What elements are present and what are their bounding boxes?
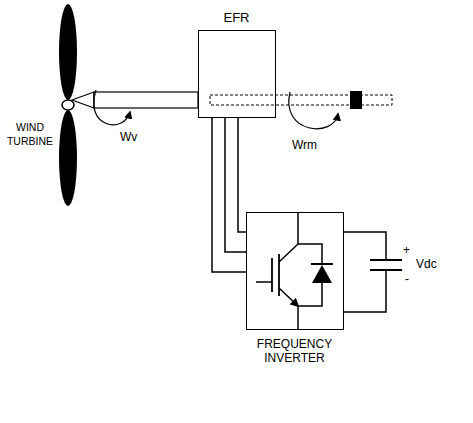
signal-label: Vdc xyxy=(416,257,456,271)
node-label: EFR xyxy=(199,11,275,25)
node-label: FREQUENCY INVERTER xyxy=(245,337,345,365)
turbine-shaft xyxy=(94,92,198,108)
turbine-blade xyxy=(59,110,77,206)
signal-label: Wrm xyxy=(292,138,342,152)
generator-box: EFR xyxy=(198,30,276,118)
rotor-shaft xyxy=(210,95,392,105)
rotation-arrow xyxy=(94,90,130,125)
turbine-hub xyxy=(62,100,74,110)
igbt-emitter xyxy=(279,288,298,306)
component-label: WIND TURBINE xyxy=(3,120,57,148)
dc-wire xyxy=(344,232,386,260)
diode-wire xyxy=(298,283,322,306)
signal-label: - xyxy=(405,272,419,286)
shaft-coupling xyxy=(350,91,362,109)
turbine-blade xyxy=(59,4,77,100)
igbt-wire xyxy=(297,306,299,329)
inverter-box: FREQUENCY INVERTER xyxy=(246,212,344,330)
signal-label: + xyxy=(403,243,417,257)
shaft-cone xyxy=(72,92,94,108)
igbt-gate-wire xyxy=(256,281,272,283)
capacitor-plate xyxy=(370,259,402,261)
diode-symbol xyxy=(312,265,332,283)
phase-wire xyxy=(225,118,246,252)
phase-wire xyxy=(212,118,246,272)
diode-bar xyxy=(311,263,333,265)
rotation-arrow xyxy=(289,92,338,129)
dc-wire xyxy=(344,270,386,312)
igbt-collector xyxy=(279,213,298,262)
igbt-gate xyxy=(271,258,273,292)
signal-label: Wv xyxy=(120,130,160,144)
igbt-channel xyxy=(278,254,280,296)
diode-wire xyxy=(298,244,322,264)
phase-wire xyxy=(238,118,246,232)
